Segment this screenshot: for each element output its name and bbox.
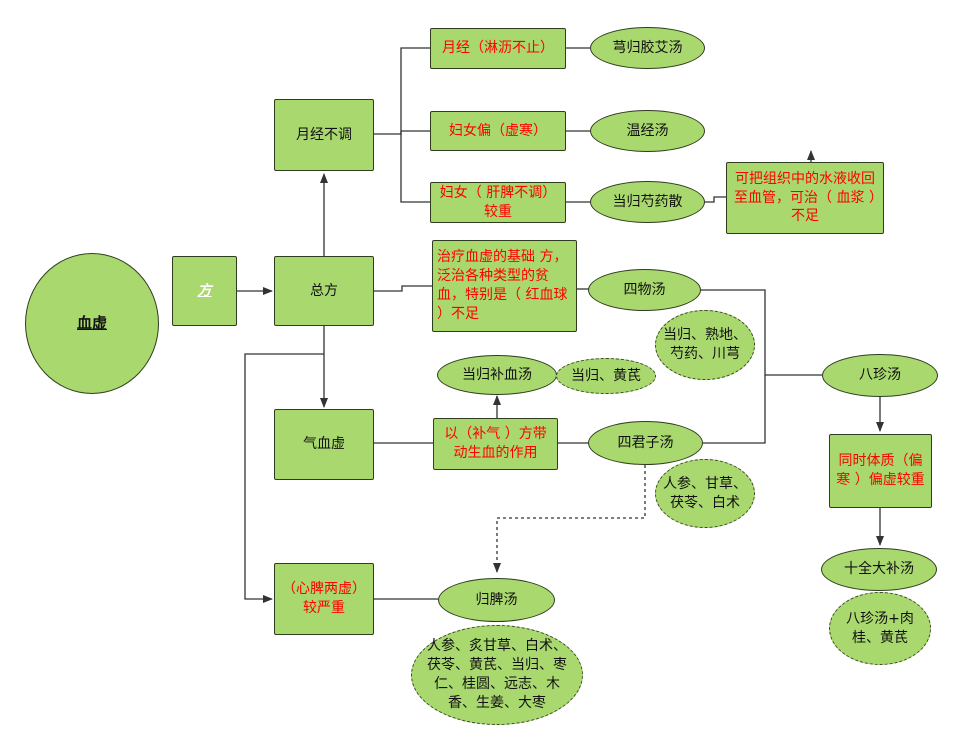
node-guipi-herbs-label: 人参、炙甘草、白术、茯苓、黄芪、当归、枣仁、桂圆、远志、木香、生姜、大枣 [427,638,567,711]
node-danggui-huangqi: 当归、黄芪 [556,358,656,394]
node-shiquan-herbs-label: 八珍汤+肉桂、黄芪 [846,610,914,646]
node-yuejing-linli-label: 月经（淋沥不止） [442,40,554,57]
node-fang: 方 [172,256,237,326]
node-funv-pian-han-label: 妇女偏（虚寒） [449,122,547,139]
node-danggui-buxue-label: 当归补血汤 [462,366,532,383]
node-danggui-shaoyao-label: 当归芍药散 [612,193,683,210]
edge-sijunzi-bazhen [703,375,766,444]
node-xuexu: 血虚 [25,253,159,394]
edge-sijunzi-guipi [493,465,646,573]
edge-yuejing-branches [374,47,430,135]
node-shiquan-label: 十全大补汤 [844,561,914,578]
node-fang-label: 方 [197,282,212,299]
node-danggui-buxue: 当归补血汤 [437,355,557,395]
node-zongfang-label: 总方 [310,282,338,299]
node-xiongui-jiaoai-label: 芎归胶艾汤 [612,39,683,56]
node-xuexu-label: 血虚 [76,314,107,333]
node-guipi-herbs: 人参、炙甘草、白术、茯苓、黄芪、当归、枣仁、桂圆、远志、木香、生姜、大枣 [411,625,583,725]
node-note-jichu-label: 治疗血虚的基础 方，泛治各种类型的贫血，特别是（ 红血球 ）不足 [437,249,568,322]
node-guipi: 归脾汤 [438,578,555,622]
node-wenjing-label: 温经汤 [626,122,669,139]
node-siwu: 四物汤 [588,269,701,311]
node-sijunzi: 四君子汤 [588,421,703,465]
node-bazhen-label: 八珍汤 [859,367,901,384]
node-note-pian-han: 同时体质（偏寒 ）偏虚较重 [829,434,932,508]
node-siwu-herbs: 当归、熟地、芍药、川芎 [655,310,755,380]
node-note-pian-han-label: 同时体质（偏寒 ）偏虚较重 [836,453,925,488]
node-sijunzi-herbs-label: 人参、甘草、茯苓、白术 [663,475,747,511]
node-note-jichu: 治疗血虚的基础 方，泛治各种类型的贫血，特别是（ 红血球 ）不足 [432,240,577,332]
edge-siwu-bazhen [700,289,822,376]
node-funv-pian-han: 妇女偏（虚寒） [430,111,566,151]
node-zongfang: 总方 [274,256,374,326]
node-siwu-label: 四物汤 [623,281,666,298]
node-danggui-shaoyao: 当归芍药散 [590,181,705,223]
node-sijunzi-herbs: 人参、甘草、茯苓、白术 [655,459,755,528]
node-note-buqi: 以（补气 ）方带动生血的作用 [433,418,558,470]
node-yuejing-budiao: 月经不调 [274,99,374,171]
node-xinpi-liangxu: （心脾两虚）较严重 [274,563,374,635]
edge-zongfang-jichu [374,285,432,292]
node-funv-ganpi-label: 妇女（ 肝脾不调）较重 [439,184,557,220]
node-qixuexu-label: 气血虚 [303,436,345,453]
node-xiongui-jiaoai: 芎归胶艾汤 [590,27,705,69]
node-xinpi-liangxu-label: （心脾两虚）较严重 [282,581,366,616]
node-shiquan-herbs: 八珍汤+肉桂、黄芪 [829,592,931,665]
node-note-shuiye: 可把组织中的水液收回至血管，可治（ 血浆 ）不足 [726,162,884,234]
node-note-buqi-label: 以（补气 ）方带动生血的作用 [444,426,547,461]
node-yuejing-budiao-label: 月经不调 [296,126,352,143]
node-bazhen: 八珍汤 [822,354,938,397]
node-shiquan: 十全大补汤 [821,548,937,591]
node-siwu-herbs-label: 当归、熟地、芍药、川芎 [663,327,747,362]
node-wenjing: 温经汤 [590,110,705,152]
node-yuejing-linli: 月经（淋沥不止） [430,28,566,69]
node-qixuexu: 气血虚 [274,409,374,480]
node-note-shuiye-label: 可把组织中的水液收回至血管，可治（ 血浆 ）不足 [734,170,876,225]
edge-yuejing-low [400,131,430,203]
node-guipi-label: 归脾汤 [475,591,518,608]
node-danggui-huangqi-label: 当归、黄芪 [571,367,641,384]
node-sijunzi-label: 四君子汤 [617,434,674,451]
node-funv-ganpi: 妇女（ 肝脾不调）较重 [430,182,566,223]
edge-zongfang-xinpi [244,353,324,603]
edge-danggui-note [703,196,726,203]
